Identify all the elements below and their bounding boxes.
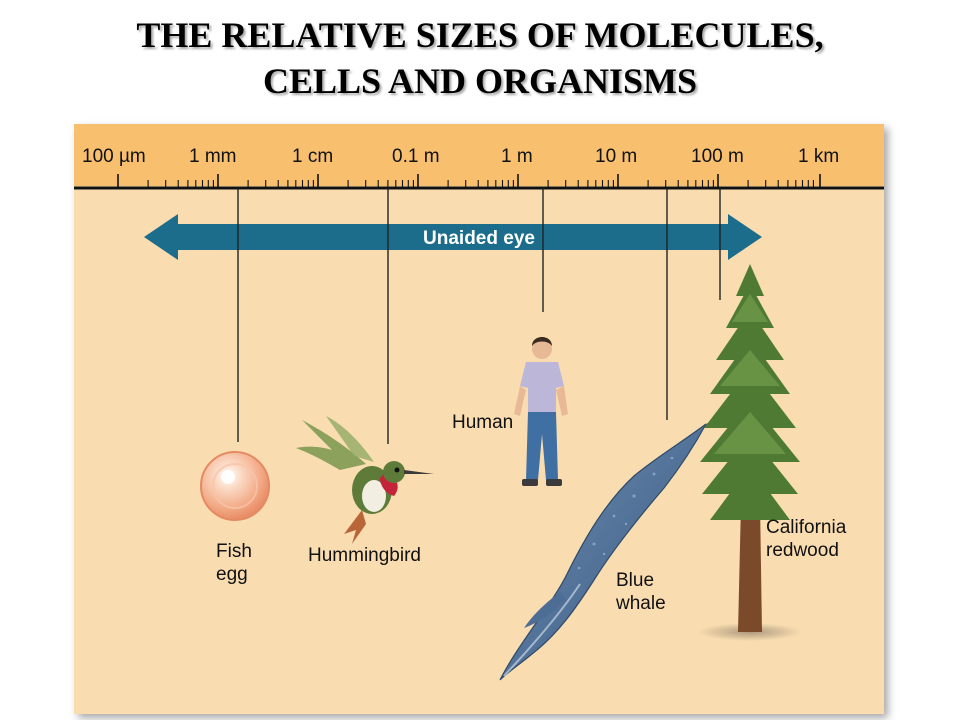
- fish-egg-label-line-2: egg: [216, 564, 248, 585]
- human-image: [514, 337, 568, 486]
- minor-ticks: [147, 180, 814, 188]
- fish-egg-image: [200, 451, 270, 521]
- unaided-eye-arrow: [144, 214, 762, 260]
- leader-lines: [237, 188, 721, 444]
- scale-band: [74, 124, 884, 186]
- fish-egg-label: Fish egg: [216, 540, 252, 586]
- major-ticks: [117, 174, 821, 188]
- blue-whale-label-line-1: Blue: [616, 570, 655, 591]
- tick-label-1m: 1 m: [501, 146, 533, 167]
- tick-label-1mm: 1 mm: [189, 146, 237, 167]
- unaided-eye-label: Unaided eye: [423, 228, 535, 249]
- diagram-panel: 100 µm 1 mm 1 cm 0.1 m 1 m 10 m 100 m 1 …: [74, 124, 884, 714]
- tick-label-100m: 100 m: [691, 146, 744, 167]
- human-label: Human: [452, 412, 514, 433]
- redwood-label-line-2: redwood: [766, 540, 839, 561]
- redwood-label: California redwood: [766, 516, 846, 562]
- tick-label-100um: 100 µm: [82, 146, 146, 167]
- title-line-1: THE RELATIVE SIZES OF MOLECULES,: [136, 15, 824, 55]
- tick-label-10m: 10 m: [595, 146, 638, 167]
- tick-label-0-1m: 0.1 m: [392, 146, 440, 167]
- hummingbird-image: [296, 416, 434, 544]
- diagram-art: [74, 174, 884, 681]
- tick-label-1km: 1 km: [798, 146, 840, 167]
- fish-egg-label-line-1: Fish: [216, 541, 252, 562]
- redwood-label-line-1: California: [766, 517, 847, 538]
- title-line-2: CELLS AND ORGANISMS: [262, 61, 698, 101]
- page-title: THE RELATIVE SIZES OF MOLECULES, CELLS A…: [0, 12, 960, 104]
- hummingbird-label: Hummingbird: [308, 545, 421, 566]
- blue-whale-label: Blue whale: [616, 569, 666, 615]
- blue-whale-label-line-2: whale: [616, 593, 666, 614]
- tick-label-1cm: 1 cm: [292, 146, 334, 167]
- redwood-image: [698, 264, 802, 641]
